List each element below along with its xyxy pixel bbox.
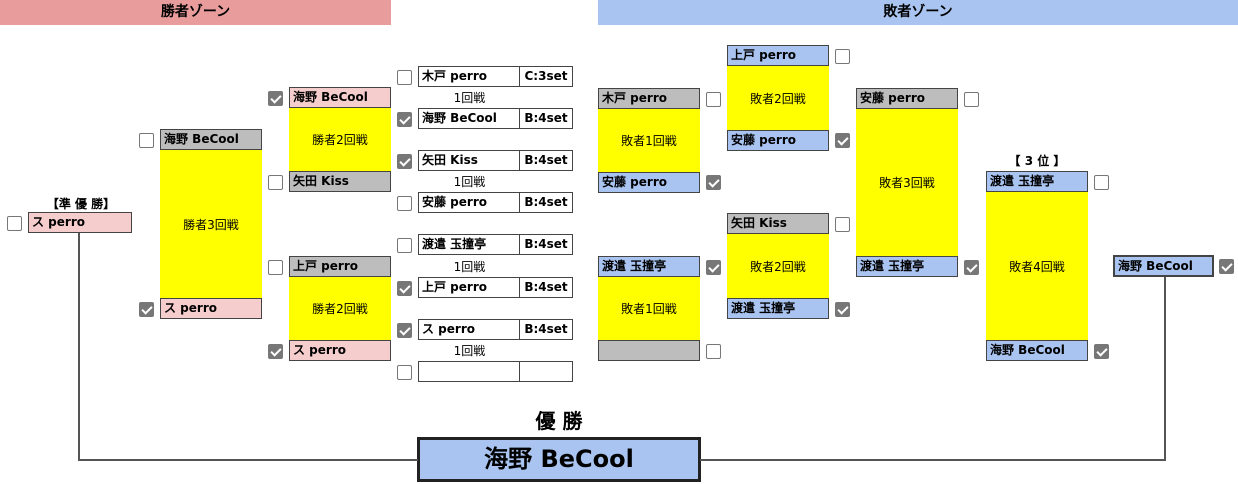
r1m3-p1-checkbox[interactable] bbox=[397, 238, 412, 253]
r1m3-p2-checkbox[interactable] bbox=[397, 281, 412, 296]
l1b-round-label: 敗者1回戦 bbox=[598, 277, 700, 340]
w2b-top-player: 上戸 perro bbox=[289, 256, 391, 277]
l3-bottom-player: 渡遣 玉撞亭 bbox=[856, 256, 958, 277]
l2a-round-label: 敗者2回戦 bbox=[727, 66, 829, 130]
r1m4-p2-row bbox=[418, 361, 573, 382]
r1m4-p2-score bbox=[520, 362, 572, 381]
r1m3-round-label: 1回戦 bbox=[453, 260, 486, 274]
l3-top-checkbox[interactable] bbox=[964, 92, 979, 107]
l2a-top-player: 上戸 perro bbox=[727, 45, 829, 66]
w3-top-checkbox[interactable] bbox=[139, 133, 154, 148]
r1m3-p1-name: 渡遣 玉撞亭 bbox=[419, 235, 520, 254]
r1m2-round-label: 1回戦 bbox=[453, 175, 486, 189]
l4-top-player: 渡遣 玉撞亭 bbox=[986, 171, 1088, 192]
w2b-round-label: 勝者2回戦 bbox=[289, 277, 391, 340]
r1m4-p1-name: ス perro bbox=[419, 320, 520, 339]
r1m2-p1-checkbox[interactable] bbox=[397, 154, 412, 169]
r1m2-p2-checkbox[interactable] bbox=[397, 196, 412, 211]
r1m4-p2-name bbox=[419, 362, 520, 381]
r1m2-p1-name: 矢田 Kiss bbox=[419, 151, 520, 170]
r1m3-p2-name: 上戸 perro bbox=[419, 278, 520, 297]
l4-round-label: 敗者4回戦 bbox=[986, 192, 1088, 340]
r1m1-p2-name: 海野 BeCool bbox=[419, 109, 520, 128]
l3-round-label: 敗者3回戦 bbox=[856, 109, 958, 256]
runner-up-connector-vertical bbox=[78, 233, 80, 461]
losers-final-connector-horizontal bbox=[700, 459, 1166, 461]
r1m1-p2-row: 海野 BeCool B:4set bbox=[418, 108, 573, 129]
winners-zone-header: 勝者ゾーン bbox=[0, 0, 391, 25]
l4-bottom-player: 海野 BeCool bbox=[986, 340, 1088, 361]
w3-round-label: 勝者3回戦 bbox=[160, 150, 262, 298]
l3-bottom-checkbox[interactable] bbox=[964, 260, 979, 275]
r1m2-p2-score: B:4set bbox=[524, 195, 568, 209]
l2a-top-checkbox[interactable] bbox=[835, 49, 850, 64]
r1m4-round-label: 1回戦 bbox=[453, 344, 486, 358]
runner-up-name: ス perro bbox=[28, 212, 132, 233]
losers-final-checkbox[interactable] bbox=[1219, 259, 1234, 274]
r1m2-p2-name: 安藤 perro bbox=[419, 193, 520, 212]
w2b-bottom-player: ス perro bbox=[289, 340, 391, 361]
l1a-bottom-player: 安藤 perro bbox=[598, 172, 700, 193]
third-place-label: 【 3 位 】 bbox=[1008, 154, 1066, 168]
l2b-top-checkbox[interactable] bbox=[835, 217, 850, 232]
l4-top-checkbox[interactable] bbox=[1094, 175, 1109, 190]
w2b-bottom-checkbox[interactable] bbox=[268, 344, 283, 359]
w2a-round-label: 勝者2回戦 bbox=[289, 108, 391, 171]
losers-zone-header: 敗者ゾーン bbox=[598, 0, 1238, 25]
w2a-top-player: 海野 BeCool bbox=[289, 87, 391, 108]
r1m1-p1-checkbox[interactable] bbox=[397, 70, 412, 85]
r1m3-p1-row: 渡遣 玉撞亭 B:4set bbox=[418, 234, 573, 255]
l1a-top-player: 木戸 perro bbox=[598, 88, 700, 109]
r1m2-p1-score: B:4set bbox=[524, 153, 568, 167]
w3-top-player: 海野 BeCool bbox=[160, 129, 262, 150]
r1m4-p1-row: ス perro B:4set bbox=[418, 319, 573, 340]
w2a-bottom-player: 矢田 Kiss bbox=[289, 171, 391, 192]
r1m4-p1-checkbox[interactable] bbox=[397, 323, 412, 338]
l2b-bottom-player: 渡遣 玉撞亭 bbox=[727, 298, 829, 319]
r1m1-p1-score: C:3set bbox=[524, 69, 568, 83]
w3-bottom-player: ス perro bbox=[160, 298, 262, 319]
w3-bottom-checkbox[interactable] bbox=[139, 302, 154, 317]
l2a-bottom-player: 安藤 perro bbox=[727, 130, 829, 151]
r1m1-p1-name: 木戸 perro bbox=[419, 67, 520, 86]
r1m1-round-label: 1回戦 bbox=[453, 91, 486, 105]
losers-final-connector-vertical bbox=[1164, 277, 1166, 461]
r1m2-p2-row: 安藤 perro B:4set bbox=[418, 192, 573, 213]
w2a-top-checkbox[interactable] bbox=[268, 91, 283, 106]
r1m1-p2-score: B:4set bbox=[524, 111, 568, 125]
champion-name: 海野 BeCool bbox=[417, 437, 701, 482]
l1a-bottom-checkbox[interactable] bbox=[706, 175, 721, 190]
champion-label: 優 勝 bbox=[535, 409, 583, 433]
r1m1-p1-row: 木戸 perro C:3set bbox=[418, 66, 573, 87]
l4-bottom-checkbox[interactable] bbox=[1094, 344, 1109, 359]
l3-top-player: 安藤 perro bbox=[856, 88, 958, 109]
l1b-top-player: 渡遣 玉撞亭 bbox=[598, 256, 700, 277]
r1m4-p1-score: B:4set bbox=[524, 322, 568, 336]
r1m1-p2-checkbox[interactable] bbox=[397, 112, 412, 127]
losers-final-player: 海野 BeCool bbox=[1113, 255, 1214, 277]
r1m4-p2-checkbox[interactable] bbox=[397, 365, 412, 380]
r1m3-p2-score: B:4set bbox=[524, 280, 568, 294]
l2b-bottom-checkbox[interactable] bbox=[835, 302, 850, 317]
w2b-top-checkbox[interactable] bbox=[268, 260, 283, 275]
runner-up-checkbox[interactable] bbox=[7, 216, 22, 231]
l2b-round-label: 敗者2回戦 bbox=[727, 234, 829, 298]
r1m2-p1-row: 矢田 Kiss B:4set bbox=[418, 150, 573, 171]
r1m3-p1-score: B:4set bbox=[524, 237, 568, 251]
runner-up-connector-horizontal bbox=[78, 459, 418, 461]
l2a-bottom-checkbox[interactable] bbox=[835, 133, 850, 148]
l2b-top-player: 矢田 Kiss bbox=[727, 213, 829, 234]
l1b-bottom-checkbox[interactable] bbox=[706, 344, 721, 359]
l1a-round-label: 敗者1回戦 bbox=[598, 109, 700, 172]
r1m3-p2-row: 上戸 perro B:4set bbox=[418, 277, 573, 298]
runner-up-label: 【準 優 勝】 bbox=[46, 197, 116, 211]
w2a-bottom-checkbox[interactable] bbox=[268, 175, 283, 190]
l1b-top-checkbox[interactable] bbox=[706, 260, 721, 275]
l1b-bottom-player bbox=[598, 340, 700, 361]
l1a-top-checkbox[interactable] bbox=[706, 92, 721, 107]
